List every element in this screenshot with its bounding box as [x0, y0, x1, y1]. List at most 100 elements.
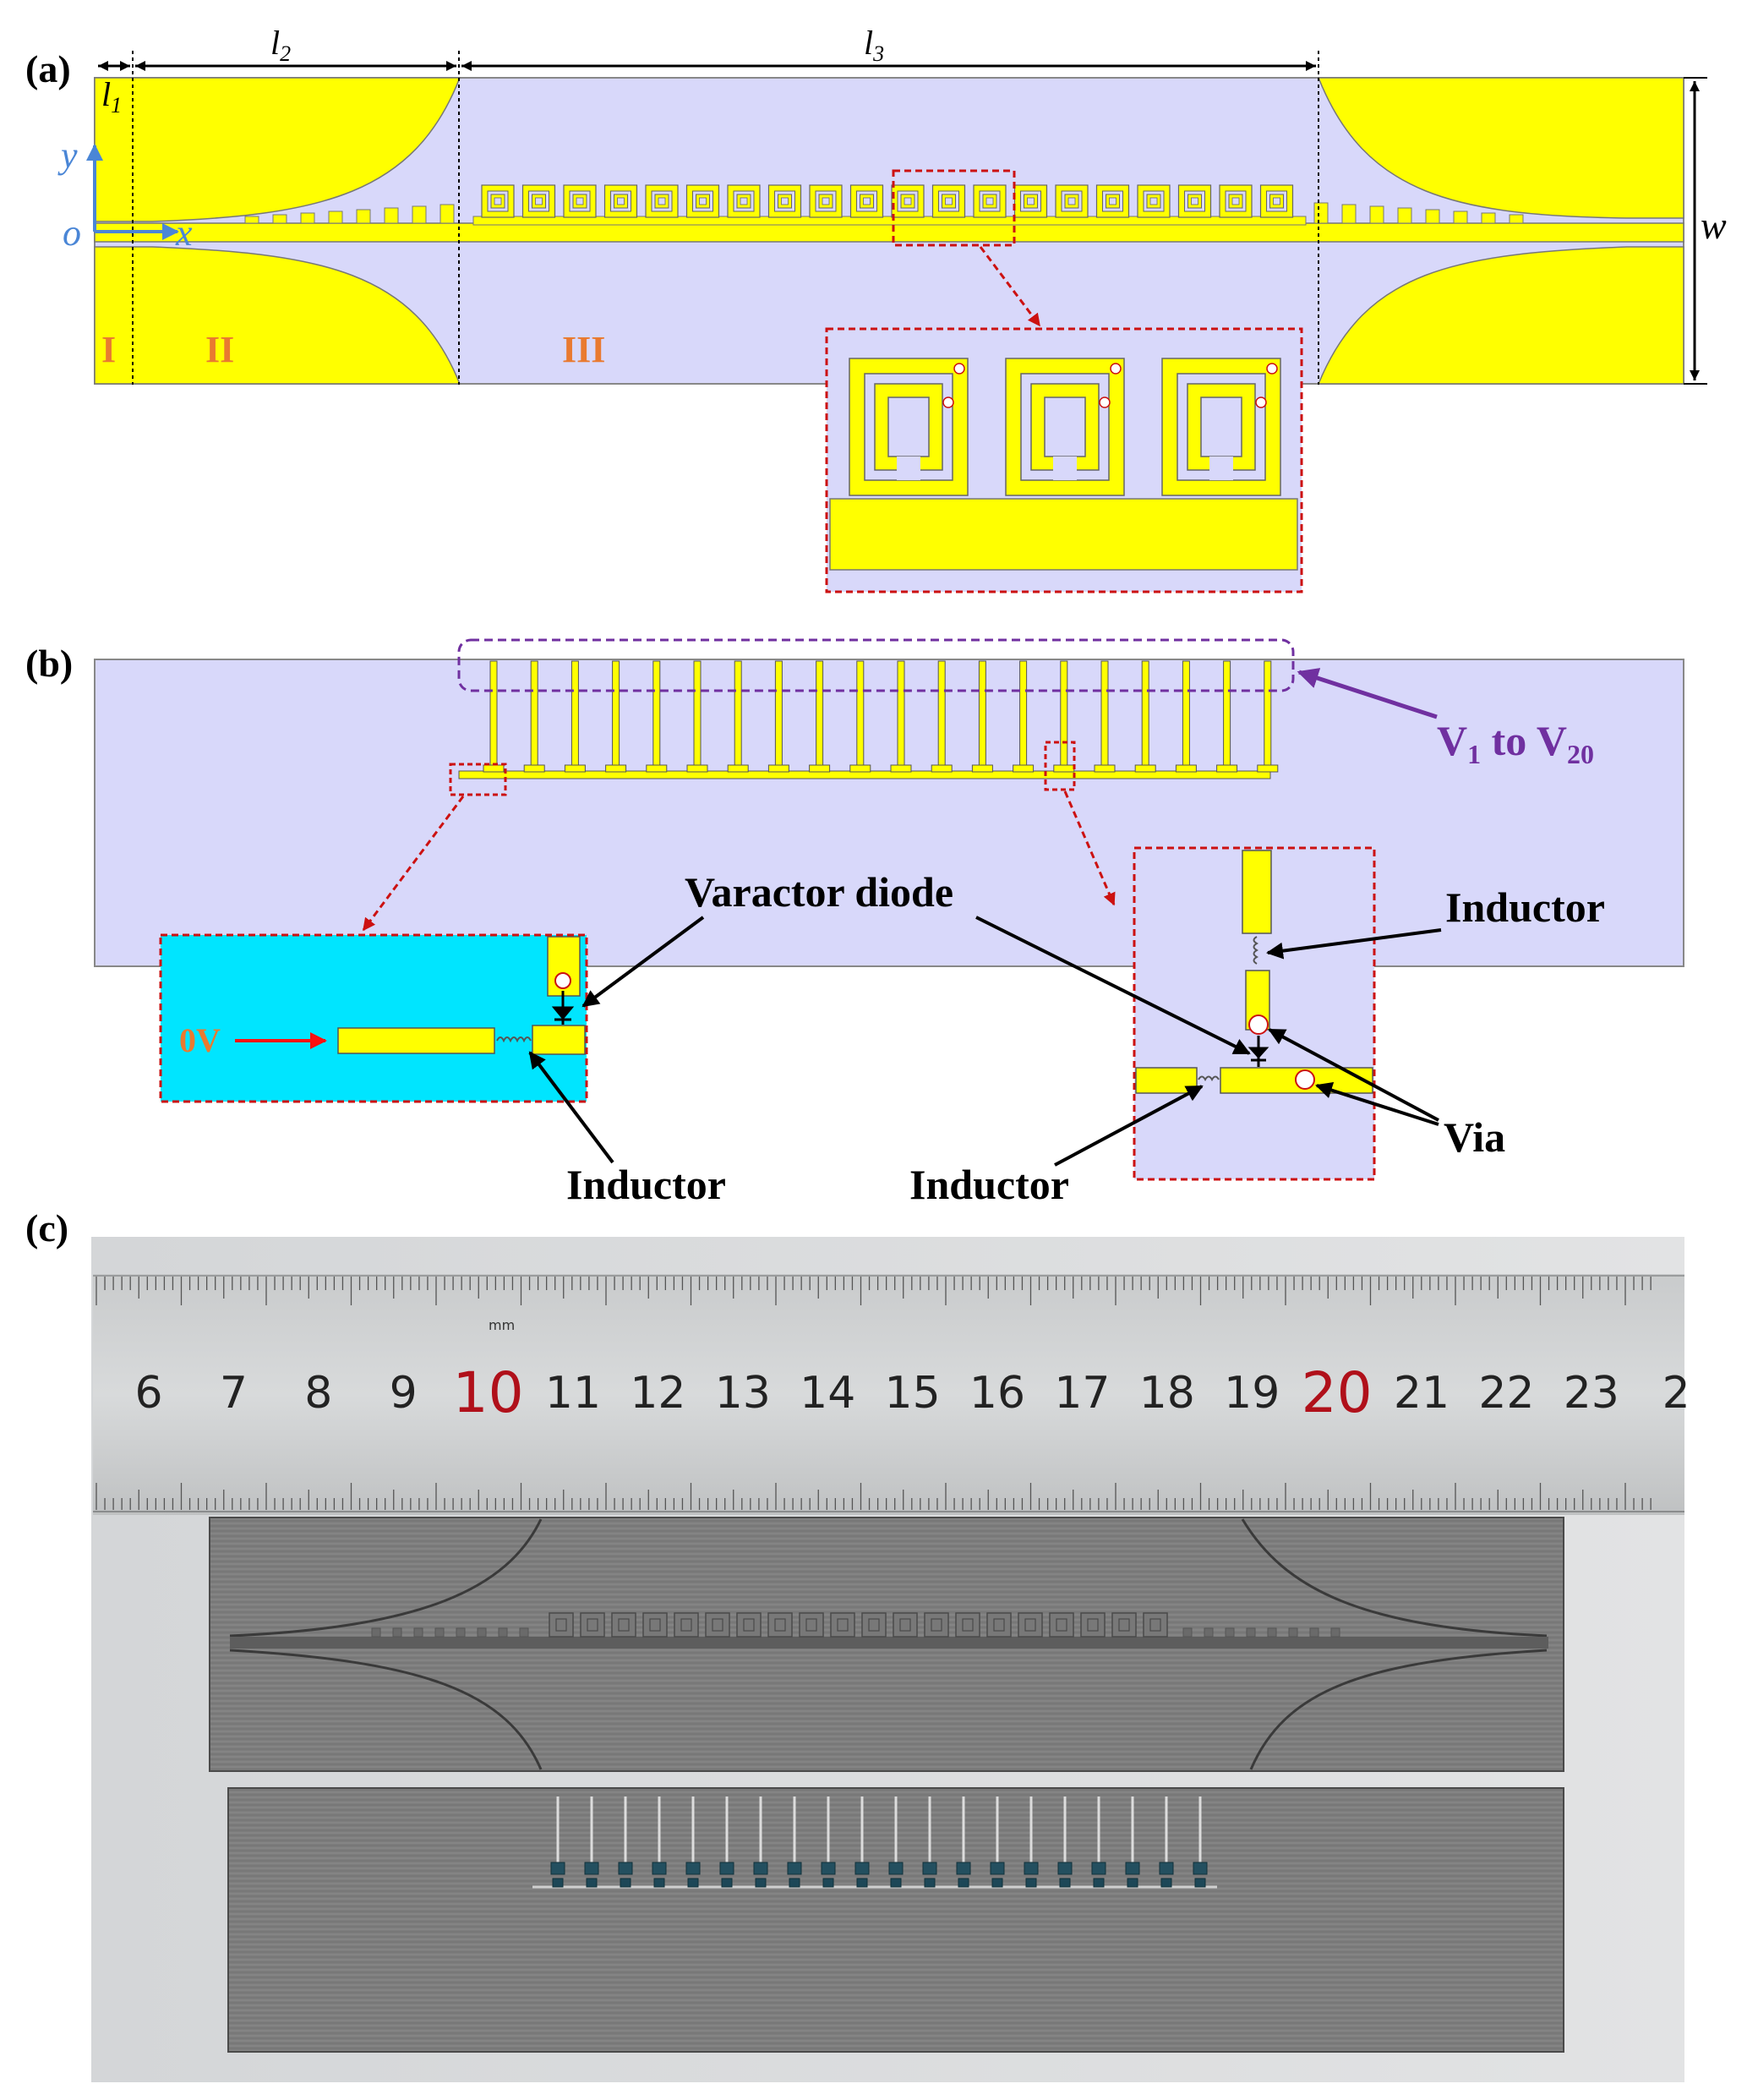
photo-varactor — [890, 1878, 902, 1888]
photo-stub — [1309, 1627, 1319, 1638]
photo-cell — [830, 1612, 855, 1638]
inset-a-strip — [829, 498, 1298, 571]
varactor-diode-label: Varactor diode — [685, 868, 953, 916]
photo-stub — [392, 1627, 402, 1638]
zoom-cell-via — [942, 396, 954, 408]
ruler-number: 13 — [715, 1368, 771, 1419]
ruler-number: 6 — [134, 1368, 162, 1419]
bias-lines — [458, 660, 1279, 779]
photo-stub — [1288, 1627, 1298, 1638]
srr-backbone — [472, 216, 1307, 226]
photo-stub — [1330, 1627, 1340, 1638]
srr-cell-core — [1027, 197, 1035, 205]
ruler-number: 14 — [800, 1368, 855, 1419]
photo-stub — [1204, 1627, 1214, 1638]
bias-line — [571, 660, 579, 770]
bias-line — [530, 660, 538, 770]
bias-line-foot — [727, 764, 749, 773]
photo-cell-inner — [868, 1618, 880, 1632]
photo-cell — [986, 1612, 1012, 1638]
photo-stub — [1267, 1627, 1277, 1638]
inset-left: 0V — [159, 933, 588, 1103]
zoom-cell-core — [887, 396, 930, 457]
right-stub — [1425, 209, 1440, 224]
zoom-cell-core — [1044, 396, 1086, 457]
left-stub — [272, 214, 287, 224]
bias-line-foot — [523, 764, 545, 773]
photo-varactor — [1160, 1878, 1172, 1888]
photo-cell-inner — [712, 1618, 723, 1632]
photo-varactor — [1025, 1878, 1037, 1888]
photo-varactor — [586, 1878, 598, 1888]
board-top-left-curve-down — [229, 1649, 543, 1770]
photo-stub — [477, 1627, 487, 1638]
panel-b-label: (b) — [25, 642, 73, 685]
srr-cell-core — [985, 197, 994, 205]
ruler-number: 15 — [885, 1368, 941, 1419]
bias-line — [1060, 660, 1068, 770]
srr-cell-outer — [973, 184, 1007, 218]
photo-varactor — [620, 1878, 631, 1888]
ruler-number: 21 — [1394, 1368, 1450, 1419]
photo-cell — [674, 1612, 699, 1638]
bias-line-foot — [1216, 764, 1238, 773]
photo-inductor — [584, 1862, 599, 1875]
photo-cell-inner — [962, 1618, 974, 1632]
zoom-cell-via — [1266, 363, 1278, 375]
photo-varactor — [653, 1878, 665, 1888]
left-bottom-ground — [94, 246, 461, 385]
photo-inductor — [1193, 1862, 1208, 1875]
board-top-left-curve-up — [229, 1518, 543, 1638]
bias-line-foot — [890, 764, 912, 773]
bias-line — [856, 660, 865, 770]
photo-stub — [498, 1627, 508, 1638]
zoom-cell-via — [1110, 363, 1122, 375]
bias-line-foot — [1013, 764, 1035, 773]
photo-inductor — [821, 1862, 836, 1875]
dim-l1-label: l1 — [101, 75, 122, 118]
inductor-label-left: Inductor — [566, 1161, 726, 1208]
panel-a-label: (a) — [25, 47, 71, 90]
photo-varactor — [687, 1878, 699, 1888]
bias-line-foot — [1134, 764, 1156, 773]
bias-line — [489, 660, 498, 770]
photo-cell-inner — [555, 1618, 567, 1632]
srr-cell-core — [1109, 197, 1116, 205]
bias-line — [1141, 660, 1149, 770]
bias-line-foot — [849, 764, 871, 773]
zoom-arrow-a — [979, 246, 1041, 327]
ruler-unit-label: mm — [489, 1317, 515, 1333]
bias-line — [1019, 660, 1028, 770]
left-stubs — [244, 204, 455, 224]
srr-cell-core — [822, 197, 830, 205]
inductor-arrow-left — [528, 1051, 614, 1164]
signal-strip — [94, 222, 1684, 243]
via-arrow-2 — [1315, 1081, 1439, 1126]
zoom-cell-via — [1255, 396, 1267, 408]
axis-y-label: y — [57, 134, 78, 176]
bias-line-foot — [686, 764, 708, 773]
bias-voltage-label: V1 to V20 — [1437, 717, 1594, 769]
bias-line — [1264, 660, 1272, 770]
photo-varactor — [924, 1878, 936, 1888]
ruler-number: 23 — [1564, 1368, 1619, 1419]
right-stub — [1369, 205, 1384, 224]
photo-cell — [1049, 1612, 1074, 1638]
srr-row — [481, 184, 1294, 218]
photo-inductor — [854, 1862, 870, 1875]
right-stub — [1397, 207, 1412, 224]
ruler-number: 9 — [390, 1368, 418, 1419]
srr-cell-core — [494, 197, 502, 205]
photo-stub — [519, 1627, 529, 1638]
left-stub — [384, 207, 399, 224]
ruler-number: 18 — [1139, 1368, 1195, 1419]
srr-cell-core — [1191, 197, 1198, 205]
zoom-cell-core — [1200, 396, 1242, 457]
bias-line-foot — [1053, 764, 1075, 773]
srr-cell-core — [617, 197, 625, 205]
region-1-label: I — [101, 329, 116, 370]
photo-varactor — [1127, 1878, 1138, 1888]
left-stub — [300, 212, 315, 224]
srr-cell-core — [1149, 197, 1158, 205]
